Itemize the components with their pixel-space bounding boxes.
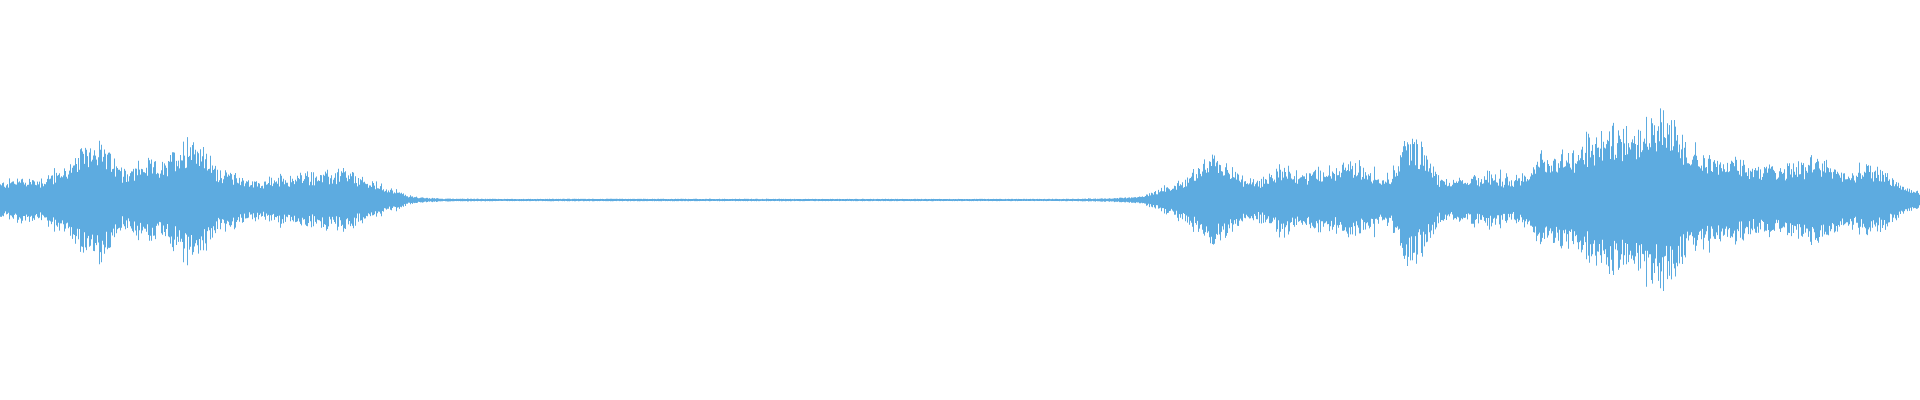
waveform-bars — [0, 108, 1920, 291]
waveform-path — [0, 108, 1920, 291]
